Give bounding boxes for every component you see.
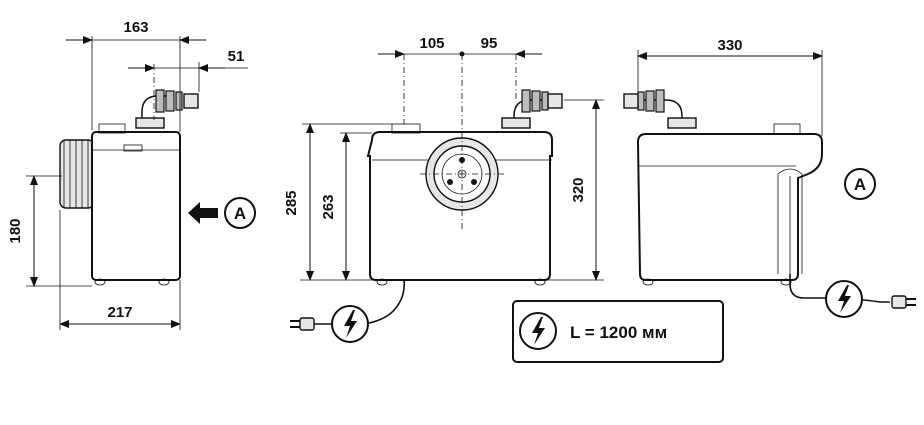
plug-icon [290, 317, 315, 331]
back-view: 330 A [623, 37, 916, 318]
lightning-icon [331, 305, 369, 343]
back-outlet-pipe [623, 89, 697, 129]
dim-front-left-offset: 105 [419, 35, 444, 52]
dim-side-top-width: 163 [123, 19, 148, 36]
lightning-icon [825, 280, 863, 318]
inlet-bellows [59, 139, 95, 209]
back-power-cable [789, 274, 890, 303]
side-body [91, 131, 181, 281]
side-outlet-pipe [135, 89, 199, 129]
cable-length-text: L = 1200 мм [570, 323, 667, 342]
view-a-label-side: A [234, 204, 246, 223]
lightning-icon [519, 312, 557, 350]
cable-length-box: L = 1200 мм [512, 300, 724, 363]
dim-front-height-inner: 263 [320, 194, 337, 219]
dim-back-width: 330 [717, 37, 742, 54]
dim-front-height-outer: 285 [283, 190, 300, 215]
dim-side-base-width: 217 [107, 304, 132, 321]
dim-front-right-offset: 95 [481, 35, 498, 52]
view-a-marker-back [844, 168, 876, 200]
front-outlet-pipe [501, 89, 563, 129]
front-view: 105 95 285 263 320 [283, 35, 604, 343]
dim-side-inlet-height: 180 [7, 218, 24, 243]
dim-side-pipe-offset: 51 [228, 48, 245, 65]
view-a-label-back: A [854, 175, 866, 194]
plug-icon [891, 295, 916, 309]
back-body [636, 133, 823, 281]
side-view: 163 51 180 217 A [7, 19, 256, 330]
arrow-icon [188, 202, 218, 224]
dim-front-height-total: 320 [570, 177, 587, 202]
view-a-marker [224, 197, 256, 229]
